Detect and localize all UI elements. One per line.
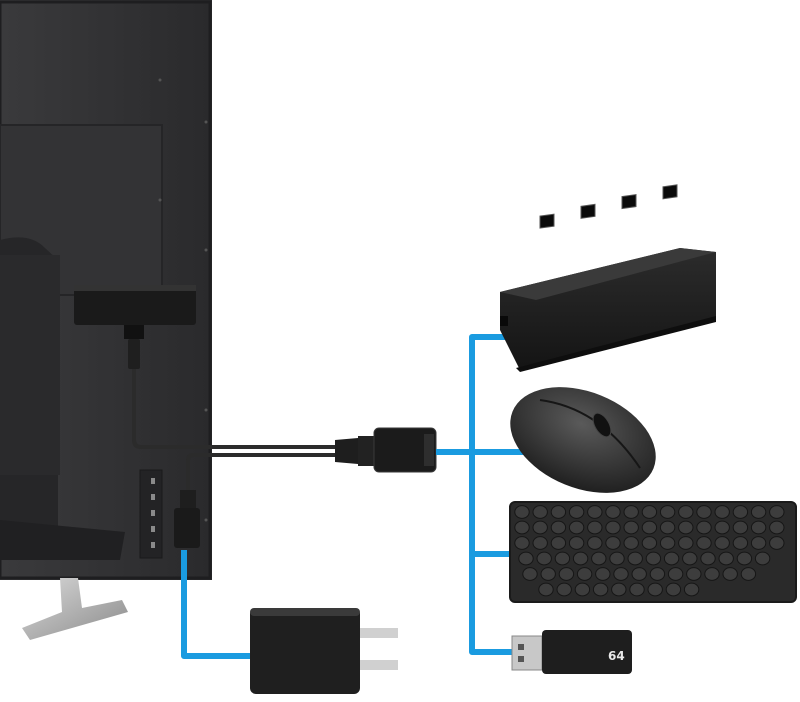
keyboard-key [678,536,694,550]
keyboard-key [732,505,749,519]
keyboard-key [700,551,716,566]
keyboard-key [641,520,658,535]
keyboard-key [686,567,702,581]
keyboard-key [714,505,730,519]
keyboard-key [514,536,530,550]
keyboard-key [572,551,589,566]
keyboard-key [678,505,694,519]
keyboard-key [645,551,662,566]
keyboard-key [532,505,548,519]
keyboard-key [532,536,548,550]
keyboard-key [587,520,603,535]
keyboard-key [576,567,593,581]
keyboard-key [750,505,767,519]
keyboard-key [556,582,572,597]
otg-y-cable-icon [132,369,437,548]
keyboard-key [659,505,676,519]
keyboard-key [647,582,663,597]
connection-lines [181,334,526,659]
keyboard-key [736,551,753,566]
keyboard-key [641,536,658,550]
keyboard-key [627,551,643,566]
power-adapter-icon [250,608,398,694]
keyboard-key [574,582,591,597]
keyboard-key [750,520,767,535]
keyboard-key [558,567,575,581]
keyboard-key [587,505,603,519]
keyboard-key [696,520,712,535]
keyboard-key [732,536,749,550]
usb-hub-icon [500,184,716,372]
keyboard-key [518,551,534,566]
keyboard-key [609,551,625,566]
keyboard-key [592,582,609,597]
keyboard-key [605,520,621,535]
keyboard-key [587,536,603,550]
keyboard-key [568,520,585,535]
keyboard-key [540,567,556,581]
keyboard-key [665,582,682,597]
keyboard-key [591,551,607,566]
keyboard-key [605,536,621,550]
keyboard-key [659,520,676,535]
keyboard-key [714,520,730,535]
keyboard-key [629,582,645,597]
keyboard-key [769,536,785,550]
keyboard-key [659,536,676,550]
keyboard-key [678,520,694,535]
keyboard-key [611,582,627,597]
keyboard-key [667,567,684,581]
keyboard-key [740,567,757,581]
keyboard-key [514,520,530,535]
keyboard-key [631,567,647,581]
keyboard-key [718,551,734,566]
keyboard-key [649,567,666,581]
keyboard-key [769,520,785,535]
keyboard-key [522,567,538,581]
keyboard-key [769,505,785,519]
keyboard-icon [509,501,797,603]
wireless-mouse-icon [510,387,656,493]
keyboard-key [532,520,548,535]
keyboard-key [554,551,571,566]
keyboard-key [550,505,567,519]
keyboard-key [568,536,585,550]
keyboard-key [754,551,771,566]
keyboard-key [722,567,738,581]
keyboard-key [605,505,621,519]
keyboard-key [623,536,639,550]
keyboard-key [536,551,552,566]
keyboard-key [682,551,698,566]
keyboard-key [595,567,611,581]
streaming-stick-icon [74,285,196,369]
keyboard-key [732,520,749,535]
flash-drive-label: 64 [608,649,625,663]
keyboard-key [704,567,720,581]
keyboard-key [714,536,730,550]
keyboard-key [683,582,700,597]
usb-flash-drive-icon: 64 [511,630,632,674]
keyboard-key [750,536,767,550]
keyboard-key [696,536,712,550]
keyboard-key [550,520,567,535]
keyboard-key [663,551,680,566]
keyboard-key [623,505,639,519]
keyboard-key [550,536,567,550]
keyboard-key [623,520,639,535]
keyboard-key [568,505,585,519]
keyboard-key [641,505,658,519]
keyboard-key [538,582,554,597]
keyboard-key [514,505,530,519]
keyboard-key [696,505,712,519]
keyboard-key [613,567,629,581]
